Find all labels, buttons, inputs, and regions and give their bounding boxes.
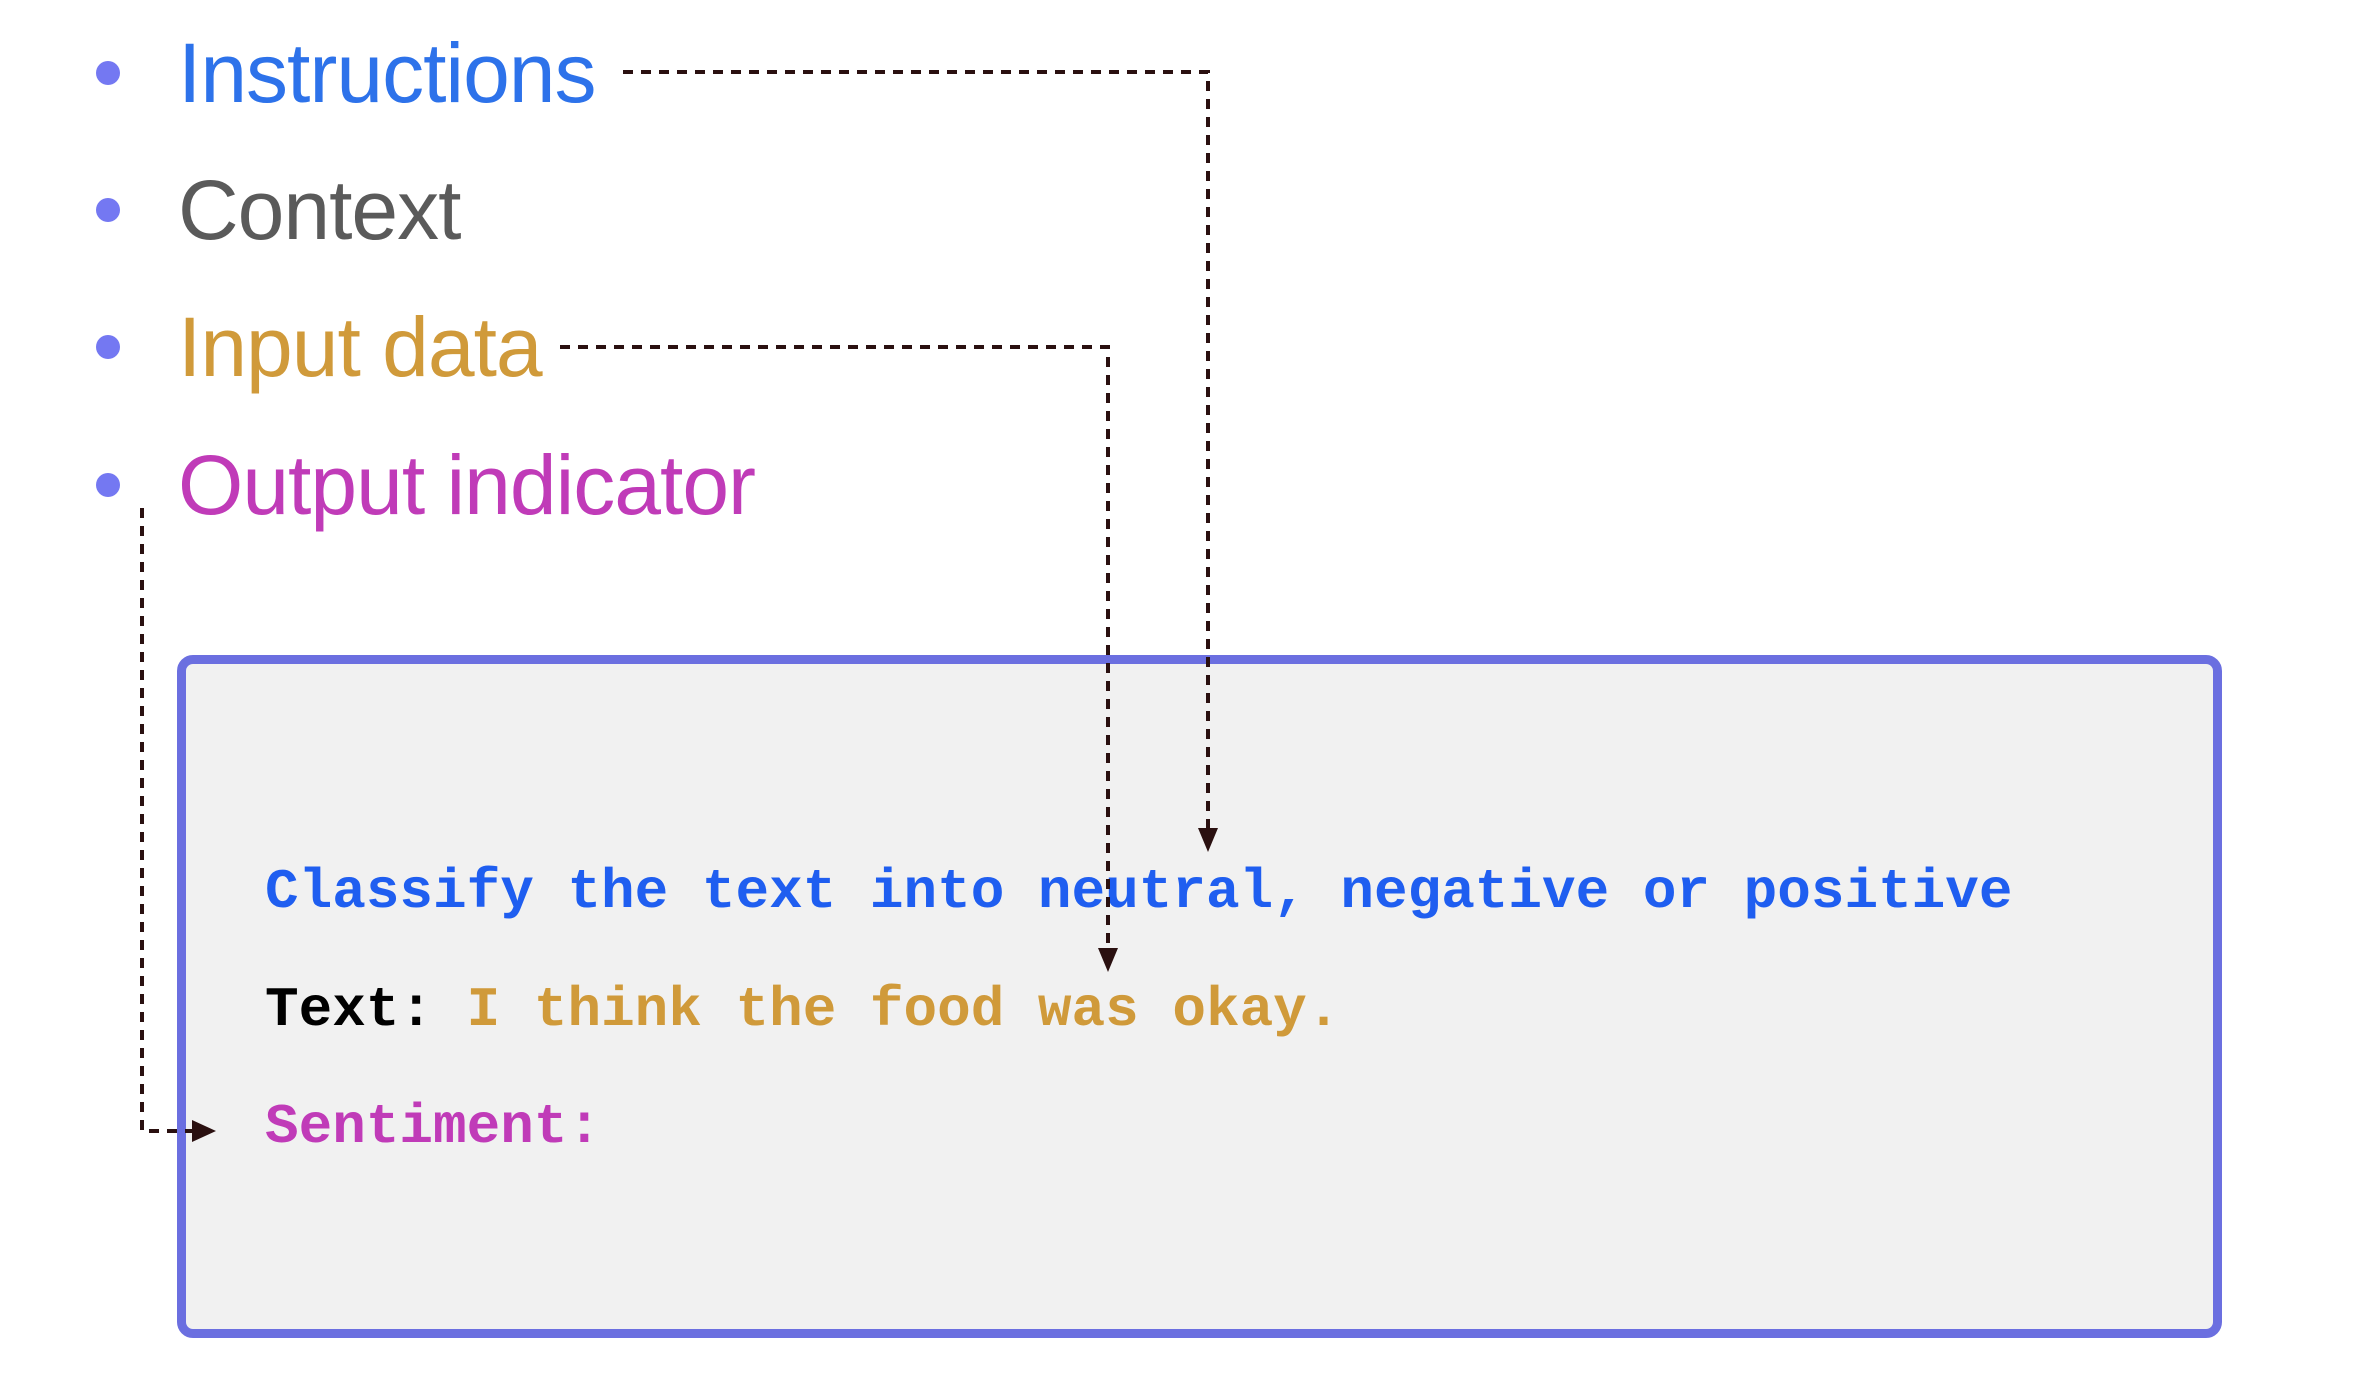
list-item-output-indicator: Output indicator xyxy=(96,430,756,540)
bullet-icon xyxy=(96,473,120,497)
prompt-box: Classify the text into neutral, negative… xyxy=(177,655,2222,1338)
input-data-label: Input data xyxy=(178,300,543,394)
bullet-icon xyxy=(96,198,120,222)
bullet-icon xyxy=(96,335,120,359)
text-value: I think the food was okay. xyxy=(466,978,1341,1042)
list-item-input-data: Input data xyxy=(96,292,543,402)
list-item-context: Context xyxy=(96,155,461,265)
prompt-output-label: Sentiment: xyxy=(265,1095,602,1159)
instructions-label: Instructions xyxy=(178,26,597,120)
prompt-instruction: Classify the text into neutral, negative… xyxy=(265,860,2013,924)
prompt-text-line: Text: I think the food was okay. xyxy=(265,982,1340,1038)
output-indicator-label: Output indicator xyxy=(178,438,756,532)
context-label: Context xyxy=(178,163,461,257)
list-item-instructions: Instructions xyxy=(96,18,597,128)
text-label: Text: xyxy=(265,978,434,1042)
bullet-icon xyxy=(96,61,120,85)
